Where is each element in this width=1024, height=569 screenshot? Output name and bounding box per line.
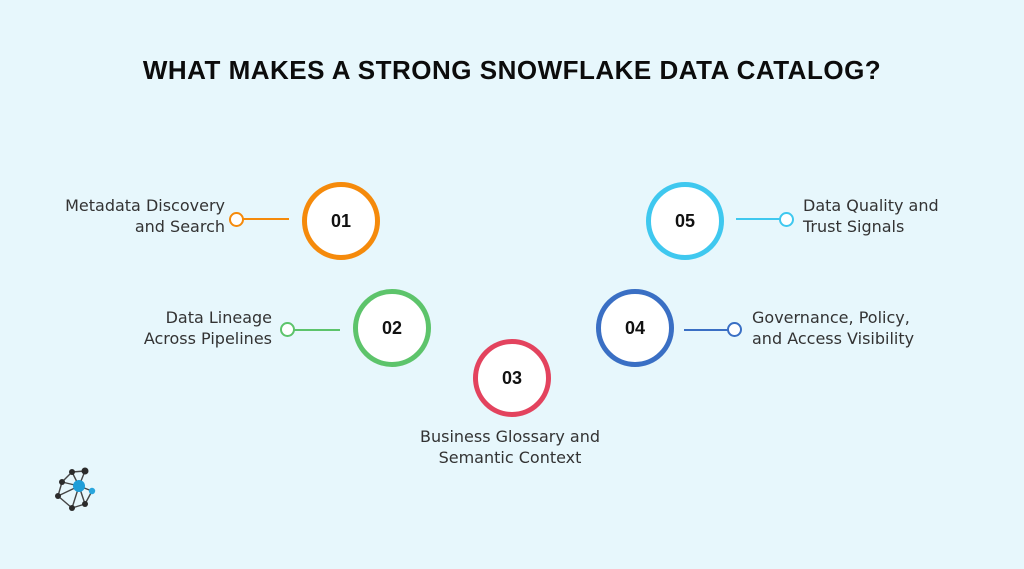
step-01-label: Metadata Discovery and Search bbox=[65, 195, 225, 237]
step-01-label-line1: Metadata Discovery bbox=[65, 196, 225, 215]
step-03-label: Business Glossary and Semantic Context bbox=[392, 426, 628, 468]
step-02-dot bbox=[280, 322, 295, 337]
step-02-label-line2: Across Pipelines bbox=[143, 329, 272, 348]
step-02-label-line1: Data Lineage bbox=[165, 308, 272, 327]
step-04-label-line2: and Access Visibility bbox=[752, 329, 915, 348]
step-01-dot bbox=[229, 212, 244, 227]
step-01-connector bbox=[243, 218, 289, 220]
step-03-circle: 03 bbox=[473, 339, 551, 417]
step-03-label-line2: Semantic Context bbox=[438, 448, 582, 467]
step-05-dot bbox=[779, 212, 794, 227]
step-04-label: Governance, Policy, and Access Visibilit… bbox=[752, 307, 914, 349]
step-05-circle: 05 bbox=[646, 182, 724, 260]
step-01-number: 01 bbox=[330, 210, 352, 231]
network-hub-logo-icon bbox=[55, 467, 96, 511]
step-04-circle: 04 bbox=[596, 289, 674, 367]
step-04-dot bbox=[727, 322, 742, 337]
step-02-number: 02 bbox=[381, 317, 403, 338]
step-05-label-line1: Data Quality and bbox=[803, 196, 939, 215]
step-04-number: 04 bbox=[624, 317, 646, 338]
page-title: WHAT MAKES A STRONG SNOWFLAKE DATA CATAL… bbox=[142, 55, 882, 85]
step-03-number: 03 bbox=[501, 367, 523, 388]
step-03-label-line1: Business Glossary and bbox=[420, 427, 600, 446]
step-02-label: Data Lineage Across Pipelines bbox=[144, 307, 272, 349]
step-04-connector bbox=[684, 329, 730, 331]
step-01-label-line2: and Search bbox=[134, 217, 225, 236]
step-04-label-line1: Governance, Policy, bbox=[752, 308, 910, 327]
step-05-number: 05 bbox=[674, 210, 696, 231]
step-05-label-line2: Trust Signals bbox=[803, 217, 905, 236]
step-02-connector bbox=[294, 329, 340, 331]
step-02-circle: 02 bbox=[353, 289, 431, 367]
step-05-label: Data Quality and Trust Signals bbox=[803, 195, 939, 237]
step-01-circle: 01 bbox=[302, 182, 380, 260]
step-05-connector bbox=[736, 218, 782, 220]
